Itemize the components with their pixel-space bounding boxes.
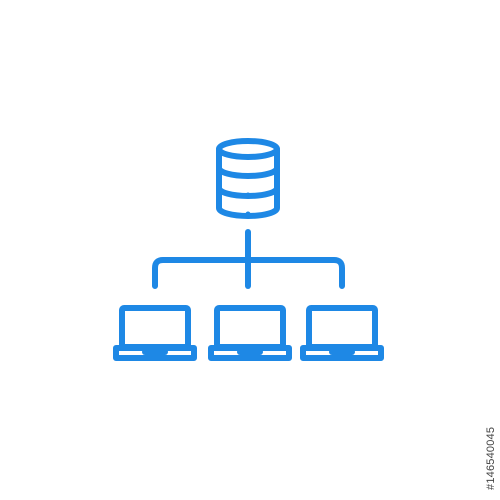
laptop-left-base <box>113 345 197 361</box>
laptop-left-screen <box>119 305 191 350</box>
database-icon <box>216 138 280 219</box>
connector-bus <box>152 257 345 289</box>
database-dot-2 <box>245 192 251 198</box>
database-top-ellipse <box>216 138 280 160</box>
laptop-right-screen <box>306 305 378 350</box>
laptop-right-base <box>300 345 384 361</box>
laptop-center-screen <box>214 305 286 350</box>
database-dot-3 <box>245 211 251 217</box>
stock-id-label: #146540045 <box>485 426 497 490</box>
laptop-center-base <box>208 345 292 361</box>
network-icon-strokes <box>113 138 384 361</box>
database-dot-1 <box>245 173 251 179</box>
laptop-center-icon <box>208 305 292 361</box>
laptop-left-icon <box>113 305 197 361</box>
connector-lines <box>152 229 345 289</box>
laptop-right-icon <box>300 305 384 361</box>
